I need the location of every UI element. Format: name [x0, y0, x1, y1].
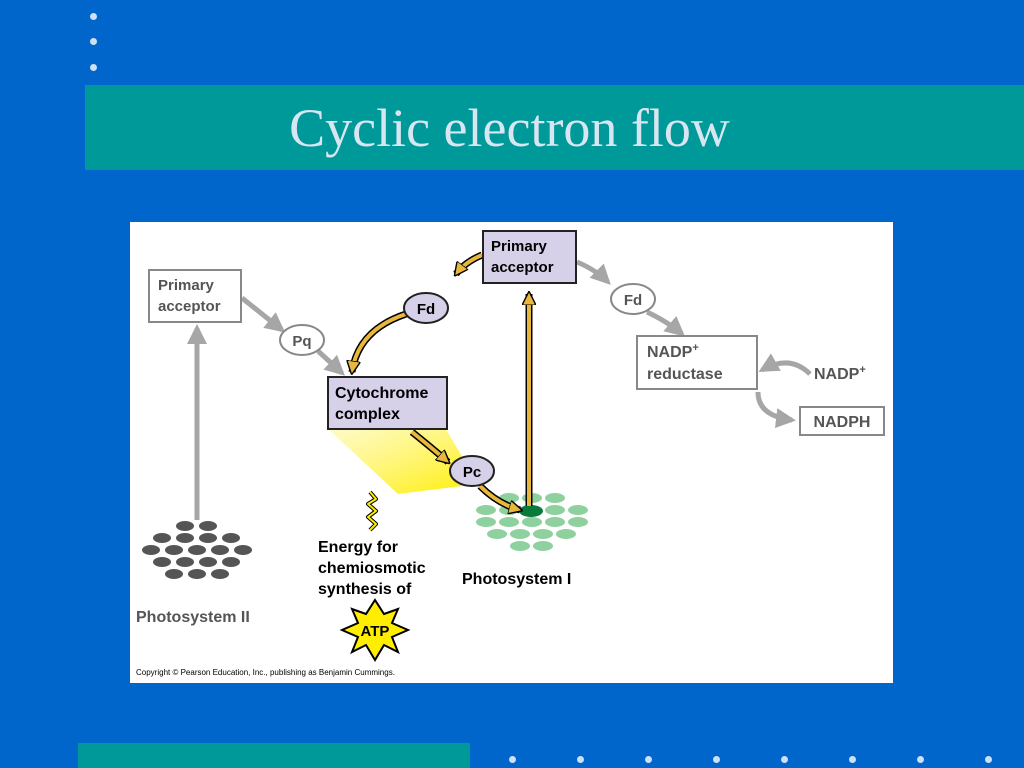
energy-line3: synthesis of	[318, 581, 412, 598]
energy-line2: chemiosmotic	[318, 560, 426, 577]
energy-line1: Energy for	[318, 539, 398, 556]
cytochrome-line1: Cytochrome	[335, 385, 428, 402]
decor-dot	[645, 756, 652, 763]
ps1-acceptor-line1: Primary	[491, 238, 548, 255]
decor-dot	[509, 756, 516, 763]
title-band: Cyclic electron flow	[85, 85, 1024, 170]
ps2-acceptor-line2: acceptor	[158, 298, 221, 315]
nadp-reductase-plus: +	[692, 342, 698, 354]
fd-linear-ellipse	[610, 283, 656, 315]
decor-dot	[90, 64, 97, 71]
arrow-pq-to-cyt	[316, 349, 345, 376]
ps1-reaction-center	[519, 505, 543, 517]
decor-dot	[849, 756, 856, 763]
diagram-svg: ATP Primary acceptor Primary acceptor Pq…	[136, 230, 885, 677]
pc-ellipse	[449, 455, 495, 487]
copyright-text: Copyright © Pearson Education, Inc., pub…	[136, 668, 395, 677]
footer-band	[78, 743, 470, 768]
atp-label: ATP	[361, 623, 390, 640]
nadp-plus-sign: +	[859, 364, 865, 376]
energy-wedge	[328, 429, 478, 494]
atp-starburst	[339, 598, 411, 662]
decor-dot	[781, 756, 788, 763]
photosystem-ii-antenna	[142, 521, 252, 579]
photosystem-ii-label: Photosystem II	[136, 609, 250, 626]
ps2-acceptor-line1: Primary	[158, 277, 215, 294]
pq-ellipse	[279, 324, 325, 356]
slide-title: Cyclic electron flow	[289, 97, 730, 158]
decor-dot	[90, 38, 97, 45]
ps2-primary-acceptor-box	[148, 269, 242, 323]
arrow-fd-to-cytochrome	[348, 310, 408, 373]
nadp-reductase-box	[636, 335, 758, 390]
cyclic-electron-flow-diagram: ATP Primary acceptor Primary acceptor Pq…	[130, 222, 893, 683]
arrow-acceptor-to-fd	[576, 259, 611, 285]
arrow-nadph-out	[755, 391, 796, 429]
svg-text:NADP+: NADP+	[814, 364, 866, 383]
nadph-label: NADPH	[814, 414, 871, 431]
decor-dot	[713, 756, 720, 763]
fd-cyclic-ellipse	[403, 292, 449, 324]
pc-label: Pc	[463, 464, 481, 481]
fd-linear-label: Fd	[624, 292, 642, 309]
pq-label: Pq	[292, 333, 311, 350]
ps1-acceptor-line2: acceptor	[491, 259, 554, 276]
decor-dot	[90, 13, 97, 20]
svg-text:NADP+: NADP+	[647, 342, 699, 361]
decor-dot	[985, 756, 992, 763]
cytochrome-complex-box	[327, 376, 448, 430]
cytochrome-line2: complex	[335, 406, 400, 423]
decor-dot	[917, 756, 924, 763]
ps1-primary-acceptor-box	[482, 230, 577, 284]
arrow-nadp-in	[758, 353, 812, 376]
arrow-fd-to-reductase	[645, 309, 686, 337]
nadp-reductase-line2: reductase	[647, 366, 723, 383]
nadph-box	[799, 406, 885, 436]
photosystem-i-label: Photosystem I	[462, 571, 571, 588]
photosystem-i-antenna	[476, 493, 588, 551]
fd-cyclic-label: Fd	[417, 301, 435, 318]
nadp-plus-label: NADP	[814, 366, 860, 383]
decor-dot	[577, 756, 584, 763]
nadp-reductase-line1: NADP	[647, 344, 693, 361]
arrow-acceptor-to-pq	[240, 296, 286, 333]
